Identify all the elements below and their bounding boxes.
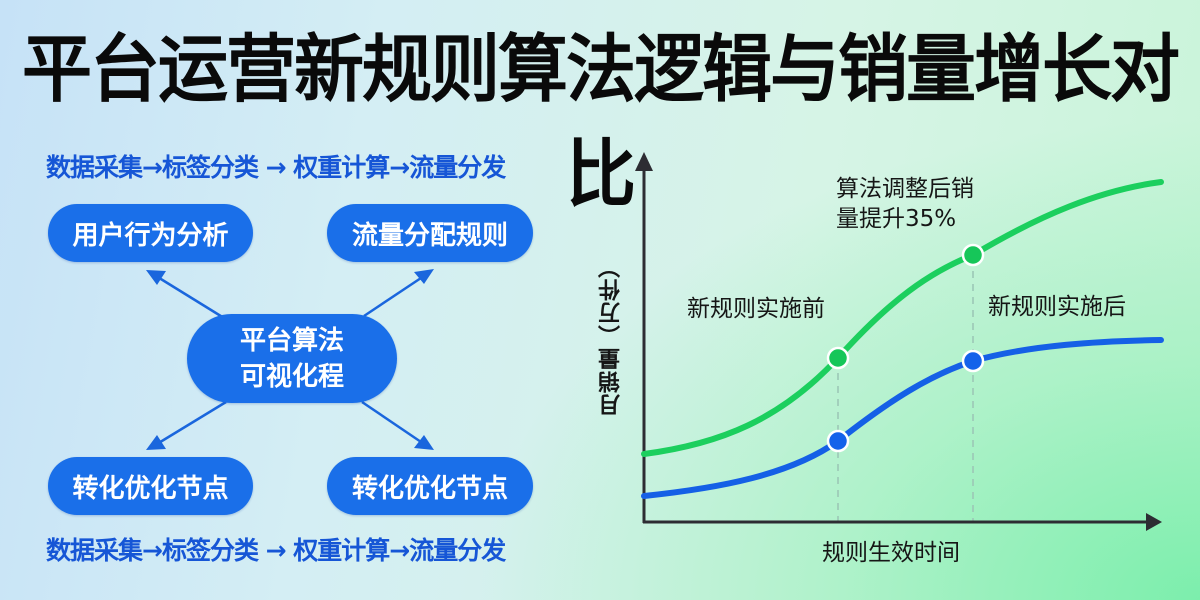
node-conversion-left[interactable]: 转化优化节点	[48, 457, 253, 515]
node-label: 流量分配规则	[351, 220, 508, 251]
arrowhead-top-right-icon	[414, 269, 434, 284]
gain-annotation-line2: 量提升35%	[836, 206, 957, 232]
flow-steps-top: 数据采集→标签分类 → 权重计算→流量分发	[46, 153, 506, 182]
green-line	[641, 179, 1164, 457]
label-after-rule: 新规则实施后	[988, 294, 1126, 320]
marker-green-after	[961, 243, 985, 267]
y-axis-arrow-icon	[635, 152, 653, 171]
arrow-to-bottom-left	[156, 400, 227, 446]
node-label: 转化优化节点	[72, 473, 229, 504]
page-title: 平台运营新规则算法逻辑与销量增长对比	[22, 26, 1180, 218]
diagram-arrows	[146, 269, 434, 450]
node-traffic-rules[interactable]: 流量分配规则	[327, 204, 533, 262]
node-center-algorithm[interactable]: 平台算法 可视化程	[187, 314, 397, 403]
label-before-rule: 新规则实施前	[687, 296, 825, 322]
y-axis-label: 月销量（万件）	[599, 255, 624, 416]
arrow-to-bottom-right	[361, 400, 425, 446]
x-axis-arrow-icon	[1146, 513, 1162, 531]
blue-line	[641, 337, 1164, 499]
node-conversion-right[interactable]: 转化优化节点	[327, 457, 533, 515]
arrowhead-bottom-right-icon	[414, 435, 434, 450]
marker-blue-before	[826, 429, 850, 453]
node-label: 用户行为分析	[72, 220, 229, 251]
x-axis-label: 规则生效时间	[822, 540, 960, 566]
arrowhead-top-left-icon	[146, 270, 166, 285]
marker-green-before	[826, 346, 850, 370]
gain-annotation-line1: 算法调整后销	[836, 176, 974, 202]
node-label: 转化优化节点	[351, 473, 508, 504]
center-label-line1: 平台算法	[239, 325, 344, 356]
arrow-to-top-left	[155, 274, 225, 320]
flow-steps-bottom: 数据采集→标签分类 → 权重计算→流量分发	[46, 536, 506, 565]
arrow-to-top-right	[363, 274, 425, 318]
arrowhead-bottom-left-icon	[146, 435, 166, 450]
marker-blue-after	[961, 349, 985, 373]
node-user-behavior[interactable]: 用户行为分析	[48, 204, 253, 262]
center-label-line2: 可视化程	[239, 361, 344, 392]
